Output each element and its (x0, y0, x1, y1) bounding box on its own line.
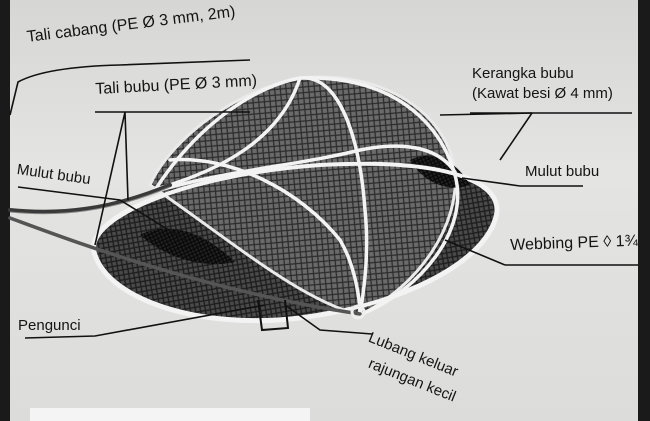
label-kerangka-bubu-line2: (Kawat besi Ø 4 mm) (472, 86, 613, 101)
label-kerangka-bubu-line1: Kerangka bubu (472, 66, 574, 81)
bottom-white-strip (30, 408, 310, 421)
label-pengunci: Pengunci (18, 318, 81, 333)
label-mulut-bubu-right: Mulut bubu (525, 164, 599, 179)
